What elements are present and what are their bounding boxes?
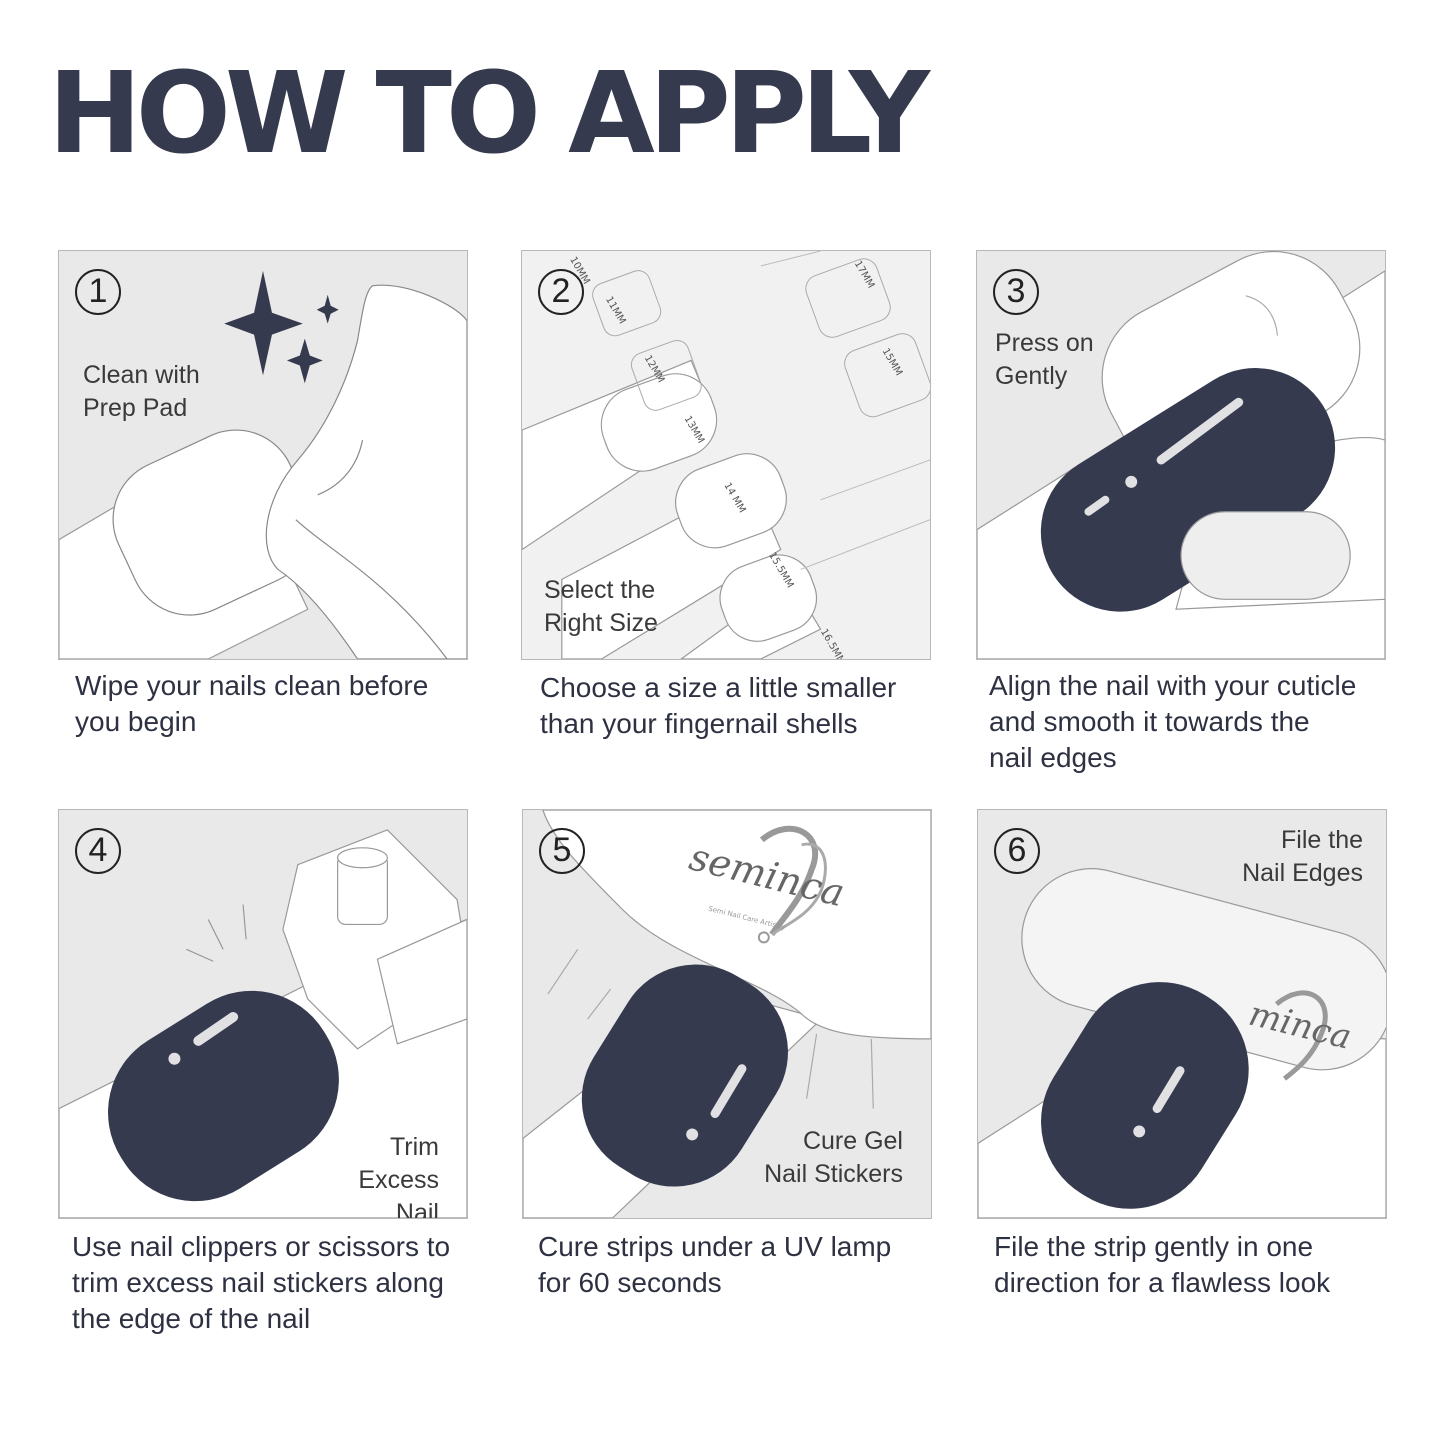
nail-sticker <box>1040 368 1336 612</box>
step-5-number: 5 <box>539 828 585 874</box>
nail-sticker <box>581 964 788 1187</box>
prep-pad-illustration <box>59 270 467 659</box>
step-1-number: 1 <box>75 269 121 315</box>
step-5-label: Cure Gel Nail Stickers <box>764 1127 903 1188</box>
uv-lamp-illustration: seminca Semi Nail Care Artistry <box>523 810 931 1218</box>
step-2-caption: Choose a size a little smaller than your… <box>540 672 897 739</box>
step-2-number: 2 <box>538 269 584 315</box>
step-1-caption: Wipe your nails clean before you begin <box>75 670 429 737</box>
step-4-number: 4 <box>75 828 121 874</box>
step-2-label: Select the Right Size <box>544 576 658 637</box>
nail-sticker <box>108 990 339 1202</box>
sparkle-icon <box>224 270 339 384</box>
step-6-caption: File the strip gently in one direction f… <box>994 1231 1331 1298</box>
step-1-panel: 1 Clean with Prep Pad <box>58 250 468 660</box>
press-nail-illustration <box>977 251 1385 659</box>
step-1-label: Clean with Prep Pad <box>83 361 200 422</box>
step-4-panel: 4 Trim Excess Nail Stickers <box>58 809 468 1219</box>
step-3-number: 3 <box>993 269 1039 315</box>
step-6-label: File the Nail Edges <box>1242 826 1363 887</box>
nail-sticker <box>1041 982 1249 1209</box>
step-4-caption: Use nail clippers or scissors to trim ex… <box>72 1231 451 1334</box>
page-title: HOW TO APPLY <box>48 49 930 179</box>
step-6-number: 6 <box>994 828 1040 874</box>
step-4-label: Trim Excess Nail Stickers <box>358 1133 439 1219</box>
clipper-icon <box>282 829 467 1050</box>
step-3-caption: Align the nail with your cuticle and smo… <box>989 670 1357 773</box>
file-nail-illustration: minca <box>978 868 1386 1218</box>
size-chart-illustration: 10MM 11MM 12MM 13MM 14 MM 15.5MM 16.5MM … <box>522 251 930 659</box>
step-6-panel: minca 6 File the Nail Edges <box>977 809 1387 1219</box>
step-5-panel: seminca Semi Nail Care Artistry 5 Cure G… <box>522 809 932 1219</box>
step-2-panel: 10MM 11MM 12MM 13MM 14 MM 15.5MM 16.5MM … <box>521 250 931 660</box>
trim-nail-illustration <box>59 829 467 1218</box>
step-3-label: Press on Gently <box>995 329 1094 390</box>
step-3-panel: 3 Press on Gently <box>976 250 1386 660</box>
step-5-caption: Cure strips under a UV lamp for 60 secon… <box>538 1231 892 1298</box>
